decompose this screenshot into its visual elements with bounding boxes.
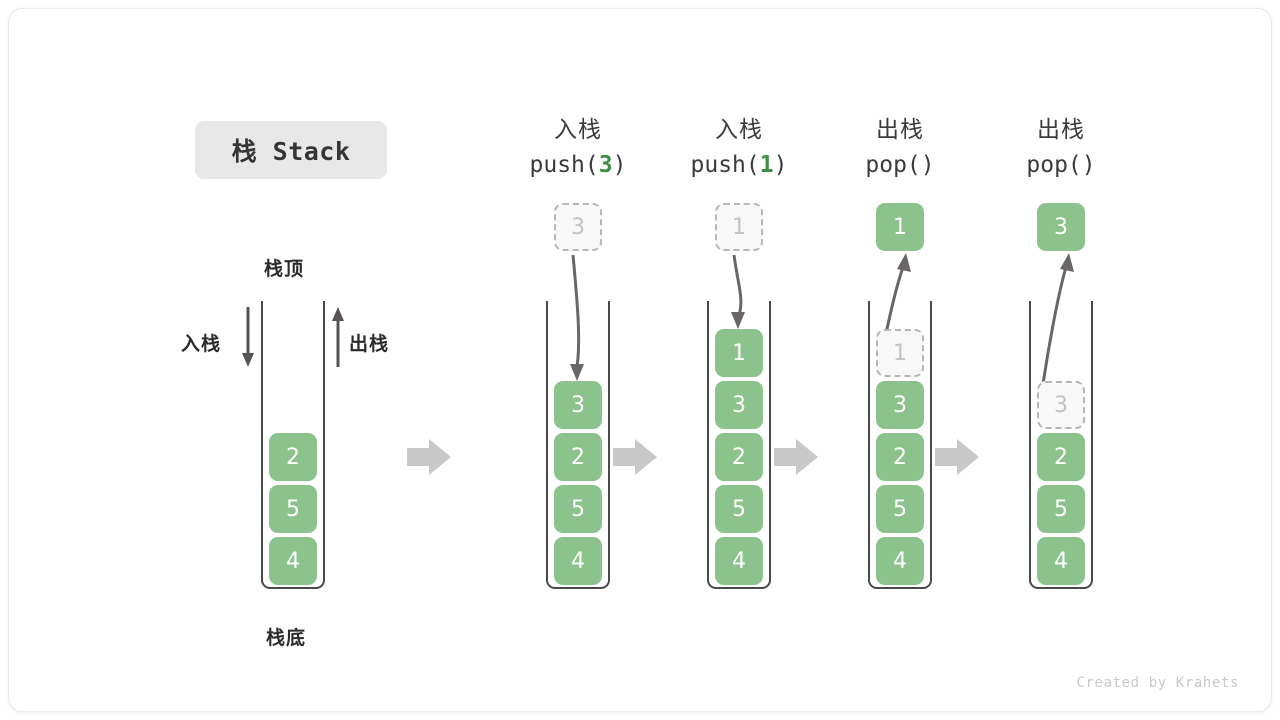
stack-rails [261, 301, 325, 589]
step-header-zh: 出栈 [1037, 117, 1085, 143]
stack-element: 3 [554, 381, 602, 429]
stack-top-label: 栈顶 [264, 258, 305, 280]
separator-arrow-1 [407, 439, 451, 475]
code-prefix: pop( [865, 152, 921, 178]
push-curve-arrow-icon [731, 254, 745, 329]
stack-element: 4 [1037, 537, 1085, 585]
stack-element: 2 [715, 433, 763, 481]
step-header-push-3: 入栈 push(3) [493, 113, 663, 183]
separator-arrow-4 [935, 439, 979, 475]
stack-rails [546, 301, 610, 589]
credit-text: Created by Krahets [1076, 675, 1239, 691]
step-header-pop-3: 出栈 pop() [976, 113, 1146, 183]
stack-element: 4 [715, 537, 763, 585]
step-header-code: pop() [815, 147, 985, 183]
stack-element: 3 [715, 381, 763, 429]
code-arg: 1 [759, 152, 774, 178]
element-value: 3 [571, 214, 585, 240]
popped-element: 3 [1037, 203, 1085, 251]
code-suffix: ) [773, 152, 788, 178]
code-prefix: push( [690, 152, 760, 178]
stack-rails [707, 301, 771, 589]
stack-element: 5 [876, 485, 924, 533]
code-prefix: pop( [1026, 152, 1082, 178]
stack-element: 5 [1037, 485, 1085, 533]
diagram-title-chip: 栈 Stack [195, 121, 387, 179]
step-header-pop-1: 出栈 pop() [815, 113, 985, 183]
separator-arrow-3 [774, 439, 818, 475]
pop-curve-arrow-icon [1040, 253, 1074, 392]
pop-direction-label: 出栈 [349, 333, 390, 355]
stack-element: 5 [554, 485, 602, 533]
diagram-title-label: 栈 Stack [231, 137, 351, 166]
incoming-element-ghost: 1 [715, 203, 763, 251]
code-arg: 3 [598, 152, 613, 178]
stack-element: 2 [554, 433, 602, 481]
push-arrow-down-icon [242, 307, 254, 367]
removed-element-ghost: 1 [876, 329, 924, 377]
incoming-element-ghost: 3 [554, 203, 602, 251]
code-prefix: push( [529, 152, 599, 178]
stack-element: 4 [554, 537, 602, 585]
step-header-code: pop() [976, 147, 1146, 183]
element-value: 3 [1054, 214, 1068, 240]
code-suffix: ) [1081, 152, 1096, 178]
stack-element: 2 [269, 433, 317, 481]
popped-element: 1 [876, 203, 924, 251]
pop-arrow-up-icon [332, 307, 344, 367]
separator-arrow-2 [613, 439, 657, 475]
step-header-zh: 入栈 [715, 117, 763, 143]
step-header-zh: 出栈 [876, 117, 924, 143]
code-suffix: ) [612, 152, 627, 178]
stack-element: 4 [876, 537, 924, 585]
stack-element: 4 [269, 537, 317, 585]
stack-rails [1029, 301, 1093, 589]
stack-bottom-label: 栈底 [266, 627, 307, 649]
removed-element-ghost: 3 [1037, 381, 1085, 429]
push-curve-arrow-icon [570, 254, 584, 381]
stack-rails [868, 301, 932, 589]
stack-element: 2 [876, 433, 924, 481]
stack-element: 2 [1037, 433, 1085, 481]
element-value: 1 [732, 214, 746, 240]
step-header-code: push(1) [654, 147, 824, 183]
stack-element: 5 [715, 485, 763, 533]
stack-element: 5 [269, 485, 317, 533]
step-header-code: push(3) [493, 147, 663, 183]
stack-element: 1 [715, 329, 763, 377]
diagram-card: 栈 Stack 入栈 push(3) 入栈 push(1) 出栈 pop() 出… [8, 8, 1272, 712]
code-suffix: ) [920, 152, 935, 178]
stack-element: 3 [876, 381, 924, 429]
element-value: 1 [893, 214, 907, 240]
step-header-push-1: 入栈 push(1) [654, 113, 824, 183]
push-direction-label: 入栈 [181, 333, 222, 355]
step-header-zh: 入栈 [554, 117, 602, 143]
